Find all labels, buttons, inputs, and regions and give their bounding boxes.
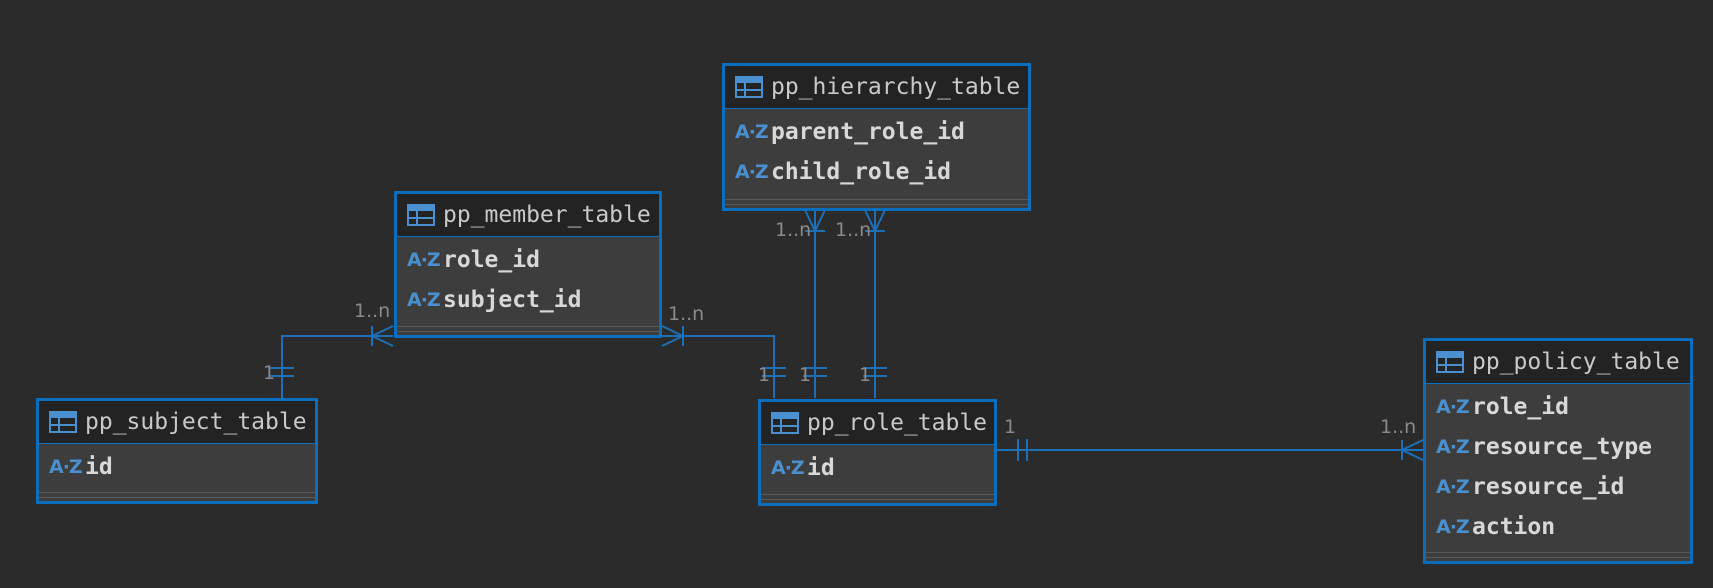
cardinality-label: 1 xyxy=(758,364,771,386)
table-icon xyxy=(771,412,799,434)
one-mark-subject xyxy=(270,367,294,377)
entity-name: pp_policy_table xyxy=(1472,349,1680,375)
entity-footer xyxy=(397,326,659,332)
az-column-icon: A·Z xyxy=(735,161,769,183)
crowfoot-hierarchy-child xyxy=(864,209,886,234)
az-column-icon: A·Z xyxy=(1436,516,1470,538)
relation-member-role xyxy=(662,335,775,398)
entity-footer xyxy=(1426,552,1690,558)
az-column-icon: A·Z xyxy=(407,249,441,271)
entity-name: pp_member_table xyxy=(443,202,651,228)
relation-member-subject xyxy=(281,335,393,398)
cardinality-label: 1 xyxy=(799,364,812,386)
cardinality-label: 1..n xyxy=(835,219,872,241)
cardinality-label: 1 xyxy=(859,364,872,386)
column-name: resource_type xyxy=(1472,434,1653,460)
crowfoot-member-role xyxy=(661,325,686,347)
table-icon xyxy=(735,76,763,98)
entity-header[interactable]: pp_policy_table xyxy=(1426,341,1690,384)
crowfoot-role-policy xyxy=(1399,439,1424,461)
az-column-icon: A·Z xyxy=(735,121,769,143)
entity-header[interactable]: pp_hierarchy_table xyxy=(725,66,1028,109)
one-mark-role-member xyxy=(762,367,786,377)
entity-name: pp_role_table xyxy=(807,410,988,436)
cardinality-label: 1..n xyxy=(1380,416,1417,438)
table-icon xyxy=(1436,351,1464,373)
one-mark-role-child xyxy=(863,367,887,377)
entity-footer xyxy=(725,199,1028,205)
column-name: role_id xyxy=(443,247,540,273)
az-column-icon: A·Z xyxy=(1436,476,1470,498)
entity-footer xyxy=(761,494,994,500)
az-column-icon: A·Z xyxy=(771,457,805,479)
one-mark-role-parent xyxy=(803,367,827,377)
az-column-icon: A·Z xyxy=(49,456,83,478)
column-name: parent_role_id xyxy=(771,119,965,145)
column-name: action xyxy=(1472,514,1556,540)
cardinality-label: 1..n xyxy=(668,303,705,325)
entity-header[interactable]: pp_subject_table xyxy=(39,401,315,444)
table-icon xyxy=(407,204,435,226)
entity-header[interactable]: pp_member_table xyxy=(397,194,659,237)
column-name: resource_id xyxy=(1472,474,1625,500)
column-name: role_id xyxy=(1472,394,1569,420)
az-column-icon: A·Z xyxy=(1436,396,1470,418)
entity-name: pp_subject_table xyxy=(85,409,307,435)
column-name: subject_id xyxy=(443,287,582,313)
entity-name: pp_hierarchy_table xyxy=(771,74,1021,100)
az-column-icon: A·Z xyxy=(1436,436,1470,458)
entity-footer xyxy=(39,492,315,498)
column-name: child_role_id xyxy=(771,159,952,185)
az-column-icon: A·Z xyxy=(407,289,441,311)
entity-header[interactable]: pp_role_table xyxy=(761,402,994,445)
crowfoot-hierarchy-parent xyxy=(804,209,826,234)
cardinality-label: 1 xyxy=(1004,416,1017,438)
column-name: id xyxy=(807,455,835,481)
table-icon xyxy=(49,411,77,433)
column-name: id xyxy=(85,454,113,480)
cardinality-label: 1..n xyxy=(354,300,391,322)
cardinality-label: 1 xyxy=(263,362,276,384)
crowfoot-member-subject xyxy=(369,325,394,347)
cardinality-label: 1..n xyxy=(775,219,812,241)
one-mark-role-policy xyxy=(1017,439,1028,461)
